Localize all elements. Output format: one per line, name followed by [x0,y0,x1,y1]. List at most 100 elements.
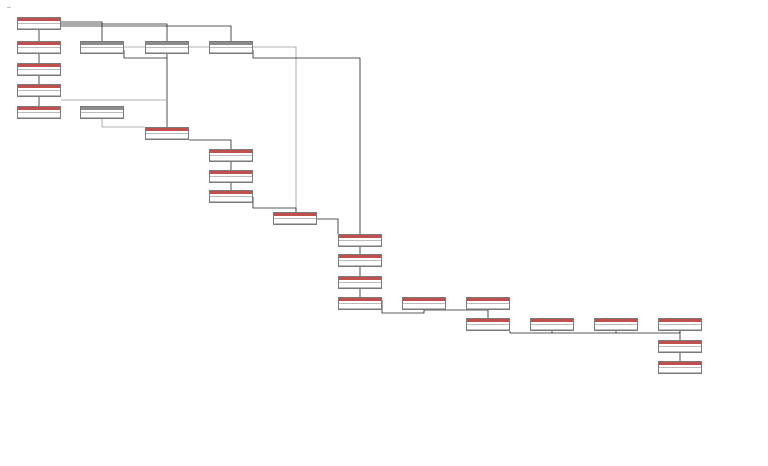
field-cell [236,161,245,162]
corner-label: — [7,5,11,10]
field-cell [373,288,381,289]
node-header [659,341,701,344]
node-title-row [81,113,123,118]
field-cell [467,330,476,331]
field-cell [365,309,374,310]
node-subheader [18,45,60,48]
node-title-row [210,177,252,182]
table-node-n25[interactable] [658,340,702,353]
table-node-n14[interactable] [273,212,317,225]
field-cell [146,139,155,140]
table-node-n11[interactable] [209,149,253,162]
node-title-row [339,241,381,246]
table-node-n13[interactable] [209,190,253,203]
field-cell [501,309,509,310]
table-node-n10[interactable] [145,127,189,140]
field-cell [540,330,549,331]
field-cell [300,224,309,225]
node-header [210,191,252,194]
table-node-n4[interactable] [17,84,61,97]
node-subheader [146,131,188,134]
node-title-row [210,197,252,202]
node-header [210,171,252,174]
field-cell [27,96,36,97]
node-subheader [339,238,381,241]
table-node-n2[interactable] [17,41,61,54]
edge [189,139,232,149]
node-header [467,319,509,322]
field-cell [35,118,44,119]
node-subheader [659,365,701,368]
field-cell [612,330,621,331]
node-field-row [339,246,381,247]
field-cell [365,266,374,267]
table-node-n26[interactable] [658,361,702,374]
table-node-n7[interactable] [145,41,189,54]
field-cell [693,330,701,331]
node-title-row [403,304,445,309]
node-header [467,298,509,301]
field-cell [219,53,228,54]
field-cell [236,53,245,54]
table-node-n5[interactable] [17,106,61,119]
node-field-row [146,53,188,54]
field-cell [44,96,53,97]
table-node-n16[interactable] [338,254,382,267]
node-header [81,107,123,110]
table-node-n6[interactable] [80,41,124,54]
table-node-n20[interactable] [466,297,510,310]
field-cell [244,202,252,203]
field-cell [339,266,348,267]
table-node-n19[interactable] [402,297,446,310]
table-node-n3[interactable] [17,63,61,76]
field-cell [180,139,188,140]
node-title-row [467,325,509,330]
field-cell [659,330,668,331]
field-cell [18,118,27,119]
field-cell [403,309,412,310]
field-cell [219,161,228,162]
node-field-row [274,224,316,225]
table-node-n9[interactable] [80,106,124,119]
field-cell [676,352,685,353]
table-node-n23[interactable] [594,318,638,331]
node-header [81,42,123,45]
table-node-n18[interactable] [338,297,382,310]
field-cell [356,288,365,289]
table-node-n8[interactable] [209,41,253,54]
node-title-row [81,48,123,53]
table-node-n17[interactable] [338,276,382,289]
field-cell [365,288,374,289]
node-header [339,255,381,258]
field-cell [81,53,90,54]
node-header [18,85,60,88]
node-subheader [18,110,60,113]
table-node-n22[interactable] [530,318,574,331]
node-field-row [339,288,381,289]
field-cell [227,161,236,162]
field-cell [339,309,348,310]
node-title-row [595,325,637,330]
node-header [339,235,381,238]
field-cell [429,309,438,310]
node-field-row [210,161,252,162]
field-cell [35,75,44,76]
field-cell [155,139,164,140]
node-subheader [210,174,252,177]
node-title-row [210,156,252,161]
table-node-n21[interactable] [466,318,510,331]
node-title-row [146,48,188,53]
node-subheader [339,280,381,283]
field-cell [557,330,566,331]
node-field-row [210,53,252,54]
table-node-n12[interactable] [209,170,253,183]
field-cell [44,53,53,54]
table-node-n1[interactable] [17,17,61,30]
node-subheader [531,322,573,325]
field-cell [467,309,476,310]
field-cell [621,330,630,331]
node-header [339,298,381,301]
table-node-n24[interactable] [658,318,702,331]
table-node-n15[interactable] [338,234,382,247]
